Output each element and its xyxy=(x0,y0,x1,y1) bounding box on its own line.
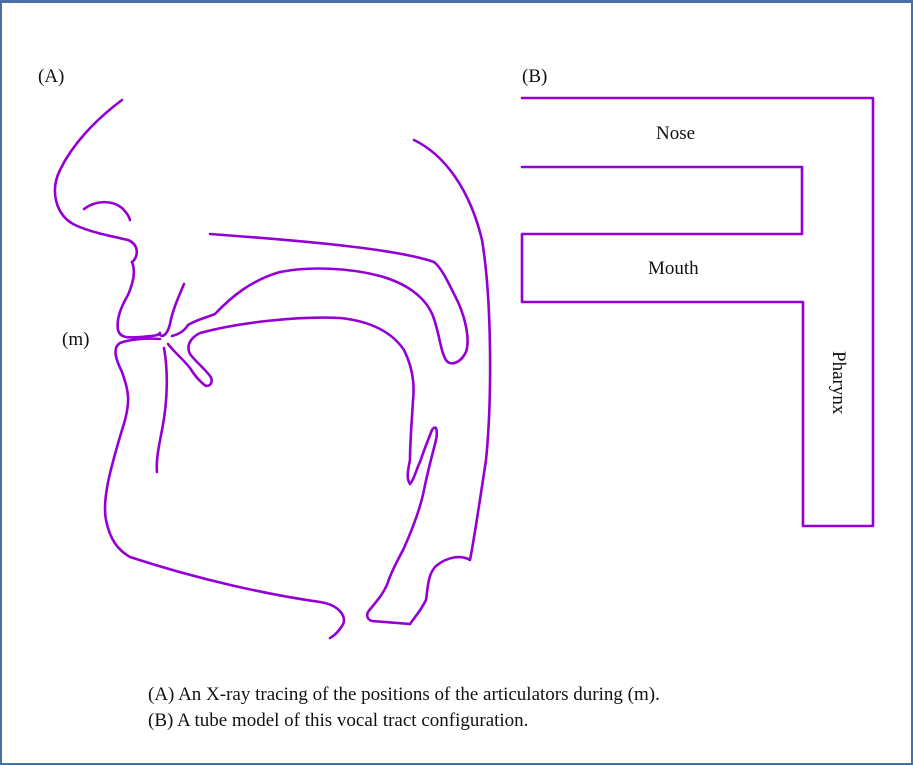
tube-model xyxy=(520,96,875,528)
upper-lip-outline xyxy=(116,260,162,339)
panel-b-label: (B) xyxy=(522,66,547,87)
pharyngeal-wall xyxy=(408,138,492,626)
pharynx-tube-label: Pharynx xyxy=(828,351,849,415)
tongue-outline xyxy=(166,316,422,486)
hard-palate xyxy=(170,232,469,365)
caption-line-a: (A) An X-ray tracing of the positions of… xyxy=(148,684,660,705)
epiglottis xyxy=(365,426,439,626)
panel-a-label: (A) xyxy=(38,66,64,87)
caption-line-b: (B) A tube model of this vocal tract con… xyxy=(148,710,529,731)
tube-outline-outer xyxy=(520,96,875,528)
xray-tracing xyxy=(53,98,492,640)
mouth-tube-label: Mouth xyxy=(648,258,699,279)
lower-lip-and-chin xyxy=(103,337,346,640)
nasal-sound-label: (m) xyxy=(62,329,89,350)
nose-tube-label: Nose xyxy=(656,123,695,144)
nose-outline xyxy=(53,98,139,264)
upper-incisor xyxy=(158,282,186,338)
lower-incisor xyxy=(155,346,169,474)
nostril-outline xyxy=(82,200,132,222)
